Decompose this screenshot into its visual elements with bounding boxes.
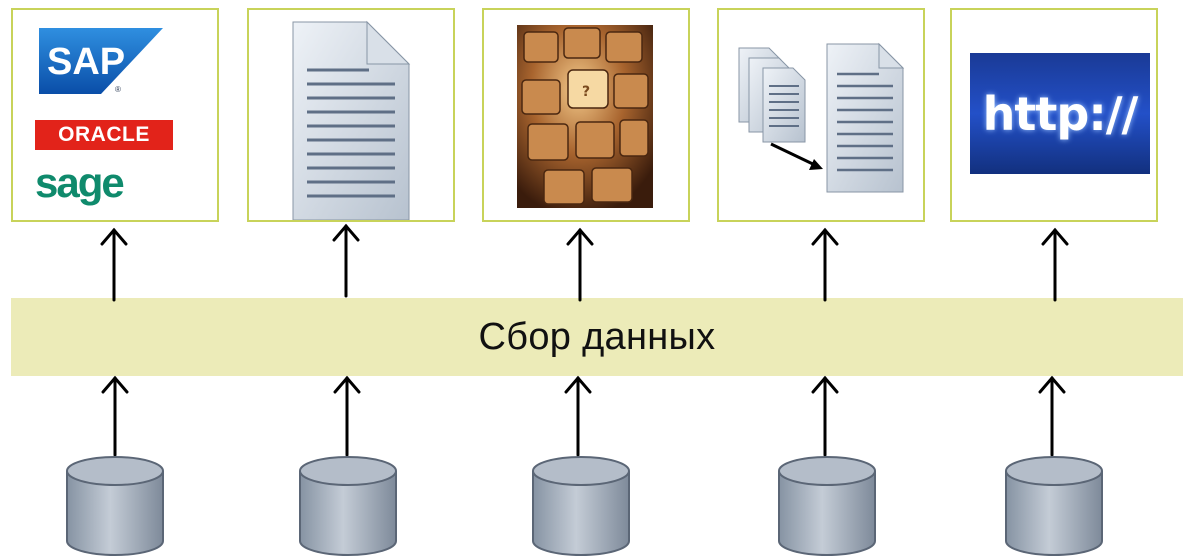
database-icon-5 — [1005, 456, 1103, 556]
arrow-up-from-db-2 — [333, 375, 361, 457]
sap-logo: SAP ® — [39, 28, 163, 94]
source-copied-documents-box — [717, 8, 925, 222]
source-erp-box: SAP ® ORACLE sage — [11, 8, 219, 222]
sage-logo: sage — [35, 159, 125, 206]
svg-text:?: ? — [582, 84, 590, 100]
arrow-up-to-source-5 — [1041, 227, 1069, 302]
document-transfer-icon — [738, 42, 905, 193]
arrow-up-from-db-1 — [101, 375, 129, 457]
arrow-up-from-db-5 — [1038, 375, 1066, 457]
svg-text:SAP: SAP — [47, 41, 125, 83]
data-collection-band: Сбор данных — [11, 298, 1183, 376]
source-manual-input-box: ? — [482, 8, 690, 222]
oracle-logo: ORACLE — [35, 120, 173, 150]
http-banner: http:// — [970, 53, 1150, 174]
http-label: http:// — [982, 86, 1139, 141]
database-icon-2 — [299, 456, 397, 556]
database-icon-1 — [66, 456, 164, 556]
source-web-box: http:// — [950, 8, 1158, 222]
database-icon-4 — [778, 456, 876, 556]
arrow-up-to-source-1 — [100, 227, 128, 302]
svg-text:®: ® — [115, 85, 121, 94]
arrow-up-to-source-4 — [811, 227, 839, 302]
database-icon-3 — [532, 456, 630, 556]
arrow-up-from-db-3 — [564, 375, 592, 457]
keyboard-photo: ? — [517, 25, 653, 208]
data-collection-label: Сбор данных — [478, 315, 716, 358]
document-icon — [292, 20, 411, 220]
arrow-up-from-db-4 — [811, 375, 839, 457]
source-document-box — [247, 8, 455, 222]
arrow-up-to-source-2 — [332, 223, 360, 298]
arrow-up-to-source-3 — [566, 227, 594, 302]
